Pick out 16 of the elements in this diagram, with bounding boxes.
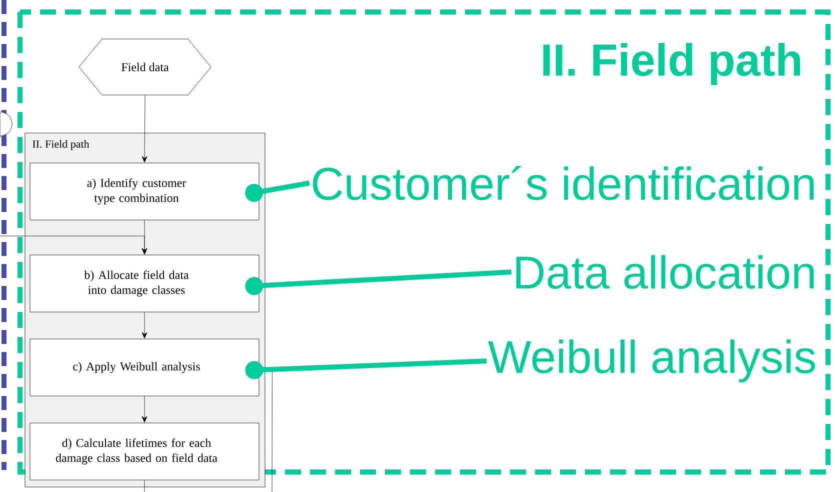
process-box: d) Calculate lifetimes for each damage class based on field data bbox=[30, 422, 260, 480]
process-box: b) Allocate field data into damage classes bbox=[30, 254, 260, 312]
arrow bbox=[142, 95, 148, 162]
arrow bbox=[142, 312, 148, 338]
leader-line bbox=[245, 180, 310, 202]
callout-text: Data allocation bbox=[516, 255, 814, 289]
process-box: a) Identify customer type combination bbox=[30, 162, 260, 220]
callout-text: Customer´s identification bbox=[312, 166, 814, 200]
process-box: c) Apply Weibull analysis bbox=[30, 338, 260, 396]
callout-text: Weibull analysis bbox=[488, 340, 816, 382]
hexagon: Field data bbox=[78, 38, 212, 96]
leader-line bbox=[245, 270, 512, 295]
line bbox=[144, 480, 145, 492]
arrow bbox=[142, 396, 148, 422]
connector-arrow bbox=[0, 236, 148, 254]
leader-line bbox=[245, 358, 487, 380]
